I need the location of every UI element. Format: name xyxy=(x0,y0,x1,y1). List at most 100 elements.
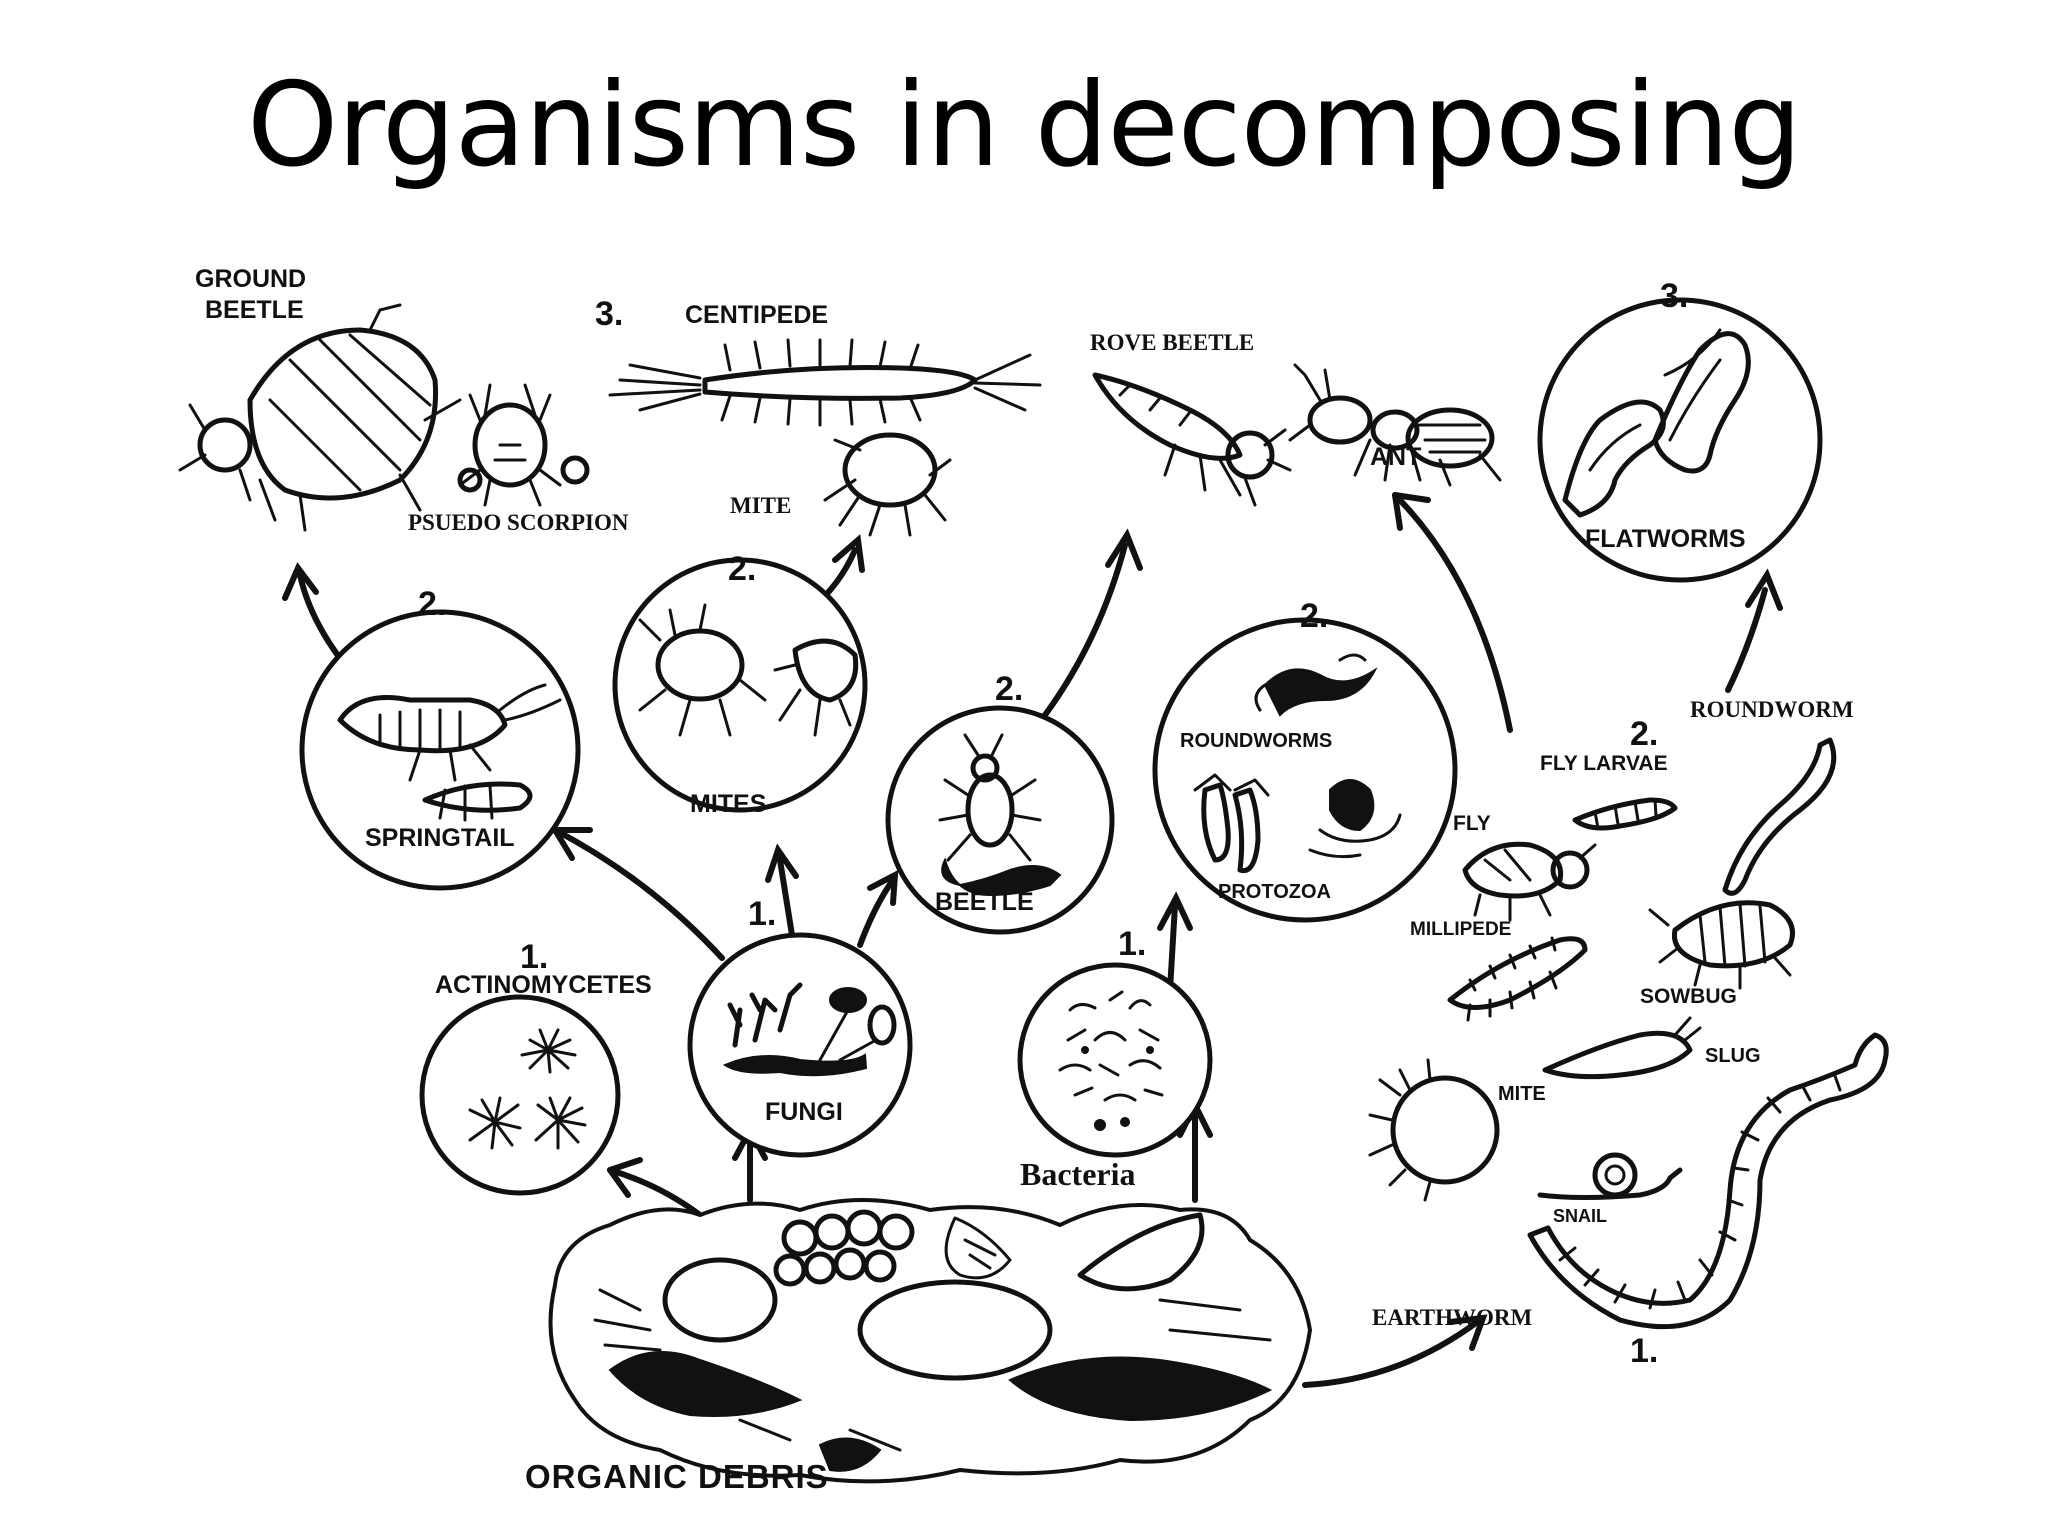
label-ant: ANT xyxy=(1370,443,1421,471)
label-fly: FLY xyxy=(1453,812,1491,835)
arrow-beetle-to-rove-beetle xyxy=(1042,542,1128,718)
label-mites: MITES xyxy=(690,790,766,818)
level-2-beetle: 2. xyxy=(995,670,1023,708)
slug-icon xyxy=(1542,1016,1702,1080)
label-slug: SLUG xyxy=(1705,1045,1761,1067)
mite-oblong-icon xyxy=(792,638,859,703)
arrowhead-rove-beetle xyxy=(1105,528,1143,571)
label-protozoa: PROTOZOA xyxy=(1218,881,1331,903)
label-springtail: SPRINGTAIL xyxy=(365,824,515,852)
ant-icon xyxy=(1288,363,1502,487)
circle-actinomycetes xyxy=(419,994,621,1196)
label-actinomycetes: ACTINOMYCETES xyxy=(435,971,652,999)
protozoa-stalk-icon xyxy=(1201,782,1231,863)
arrowhead-mite xyxy=(832,534,865,573)
label-roundworms: ROUNDWORMS xyxy=(1180,730,1332,752)
arrow-bacteria-to-protozoa xyxy=(1167,902,1178,993)
label-organic-debris: ORGANIC DEBRIS xyxy=(525,1458,829,1495)
arrowhead-ant xyxy=(1392,492,1431,531)
label-centipede: CENTIPEDE xyxy=(685,301,828,329)
slide-title: Organisms in decomposing xyxy=(247,58,1802,193)
arrowhead-protozoa xyxy=(1157,891,1193,931)
arrow-fungi-to-mites xyxy=(777,857,795,938)
arrow-fly-larvae-to-ant xyxy=(1392,492,1513,733)
label-millipede: MILLIPEDE xyxy=(1410,919,1511,940)
fly-icon xyxy=(1462,841,1597,922)
earthworm-icon xyxy=(1527,1032,1889,1330)
circle-flatworms xyxy=(1537,297,1823,583)
label-beetle: BEETLE xyxy=(935,888,1034,916)
debris-seed-icon xyxy=(857,1279,1053,1381)
circle-mites xyxy=(612,557,868,813)
level-2-mites: 2. xyxy=(728,550,756,588)
springtail-small-icon xyxy=(422,781,533,813)
level-1-earthworm: 1. xyxy=(1630,1332,1658,1370)
fly-larvae-icon xyxy=(1572,797,1678,831)
label-pseudo-scorpion: PSUEDO SCORPION xyxy=(408,510,629,535)
arrow-debris-to-earthworm xyxy=(1302,1317,1483,1388)
debris-grains-icon xyxy=(773,1209,915,1287)
protozoa-cell-icon xyxy=(1329,779,1375,832)
circle-springtail xyxy=(299,609,581,891)
label-roundworm: ROUNDWORM xyxy=(1690,697,1854,722)
beetle-litter-icon xyxy=(941,857,1062,897)
arrowhead-actinomycetes xyxy=(607,1157,643,1198)
snail-icon xyxy=(1537,1152,1683,1200)
mite-right-icon xyxy=(1368,1058,1500,1202)
arrow-fungi-to-springtail xyxy=(552,827,725,961)
label-sowbug: SOWBUG xyxy=(1640,985,1737,1008)
bacteria-cluster-icon xyxy=(1058,990,1164,1131)
level-1-actinomycetes: 1. xyxy=(520,938,548,976)
circle-fungi xyxy=(687,932,913,1158)
label-rove-beetle: ROVE BEETLE xyxy=(1090,330,1254,355)
circle-bacteria xyxy=(1017,962,1213,1158)
label-snail: SNAIL xyxy=(1553,1206,1607,1226)
label-mite-top: MITE xyxy=(730,493,791,518)
level-1-bacteria: 1. xyxy=(1118,925,1146,963)
label-mite-right: MITE xyxy=(1498,1083,1546,1105)
circle-beetle xyxy=(885,705,1115,935)
level-2-fly-larvae: 2. xyxy=(1630,715,1658,753)
level-3-flatworms: 3. xyxy=(1660,277,1688,315)
arrow-springtail-to-ground-beetle xyxy=(297,572,348,668)
label-fly-larvae: FLY LARVAE xyxy=(1540,752,1668,775)
arrow-fungi-to-beetle xyxy=(857,877,896,948)
arrowhead-flatworms xyxy=(1745,568,1783,611)
actinomycetes-star-icon xyxy=(468,1028,587,1150)
arrowhead-earthworm xyxy=(1447,1314,1488,1351)
label-bacteria: Bacteria xyxy=(1020,1156,1136,1192)
label-fungi: FUNGI xyxy=(765,1098,843,1126)
roundworms-icon xyxy=(1263,667,1378,717)
circle-protozoa xyxy=(1152,617,1458,923)
arrowhead-ground-beetle xyxy=(282,562,319,601)
mite-top-icon xyxy=(823,432,952,537)
trophic-levels: 3. 3. 2. 2. 2. 2. 2. 1. 1. 1. 1. xyxy=(418,277,1688,1370)
sowbug-icon xyxy=(1648,900,1795,990)
level-1-fungi: 1. xyxy=(748,895,776,933)
label-earthworm: EARTHWORM xyxy=(1372,1305,1532,1330)
beetle-icon xyxy=(965,772,1015,848)
pseudo-scorpion-icon xyxy=(457,383,590,507)
level-2-protozoa: 2. xyxy=(1300,597,1328,635)
debris-cup-icon xyxy=(662,1257,778,1343)
centipede-icon xyxy=(608,338,1042,427)
arrows xyxy=(282,492,1783,1388)
arrowhead-beetle xyxy=(867,869,899,906)
arrowhead-mites xyxy=(765,843,799,883)
level-3-centipede: 3. xyxy=(595,295,623,333)
organic-debris-pile xyxy=(548,1198,1313,1484)
arrow-debris-to-actinomycetes xyxy=(607,1167,703,1218)
fungi-cap-icon xyxy=(829,987,867,1013)
ground-beetle-icon xyxy=(178,303,462,532)
label-flatworms: FLATWORMS xyxy=(1585,525,1746,553)
arrowhead-springtail xyxy=(552,827,593,861)
millipede-icon xyxy=(1447,936,1588,1022)
fungi-hyphae-icon xyxy=(727,982,803,1048)
arrow-roundworm-to-flatworms xyxy=(1725,587,1768,693)
labels: GROUND BEETLE PSUEDO SCORPION CENTIPEDE … xyxy=(195,265,1854,1495)
roundworm-icon xyxy=(1722,737,1837,896)
label-ground-beetle-line2: BEETLE xyxy=(205,296,304,324)
level-2-springtail: 2. xyxy=(418,585,446,623)
debris-leaf-icon xyxy=(1077,1212,1205,1292)
